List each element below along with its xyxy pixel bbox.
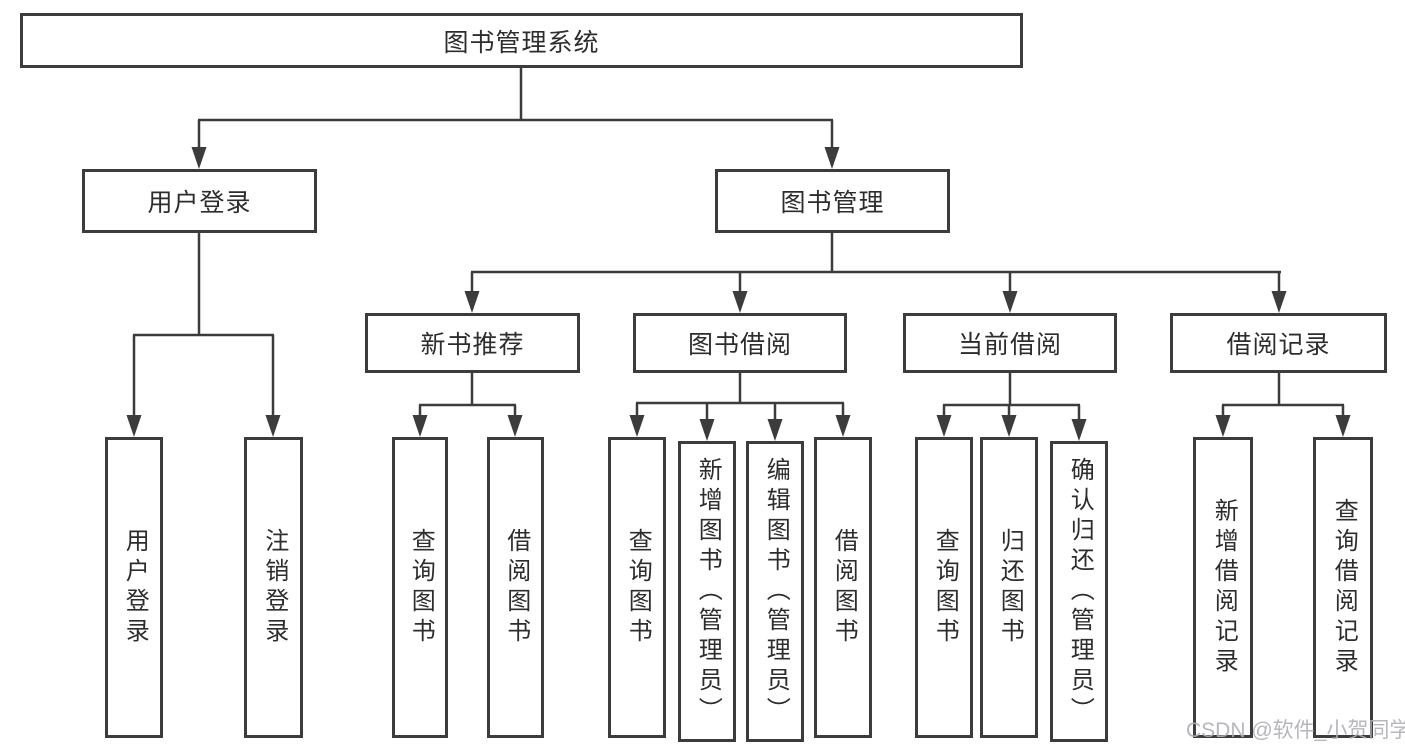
- node-book-management: 图书管理: [715, 169, 950, 233]
- leaf-label: 借阅图书: [502, 527, 530, 648]
- node-library-management-system: 图书管理系统: [20, 13, 1023, 68]
- leaf-label: 编辑图书（管理员）: [762, 456, 790, 727]
- leaf-label: 查询图书: [624, 527, 652, 648]
- leaf-user-login: 用户登录: [105, 437, 163, 738]
- node-label: 图书管理: [780, 189, 885, 217]
- leaf-label: 确认归还（管理员）: [1066, 456, 1094, 727]
- node-borrowing-records: 借阅记录: [1170, 313, 1387, 373]
- leaf-label: 查询图书: [407, 527, 435, 648]
- node-current-borrowing: 当前借阅: [903, 313, 1117, 373]
- leaf-return-books: 归还图书: [980, 437, 1038, 738]
- leaf-label: 新增借阅记录: [1210, 497, 1238, 678]
- leaf-borrow-books: 借阅图书: [814, 437, 872, 738]
- leaf-query-borrow-record: 查询借阅记录: [1313, 437, 1373, 738]
- node-book-borrowing: 图书借阅: [633, 313, 847, 373]
- leaf-label: 查询图书: [931, 527, 959, 648]
- leaf-label: 借阅图书: [830, 527, 858, 648]
- node-new-book-recommendation: 新书推荐: [365, 313, 580, 373]
- leaf-add-borrow-record: 新增借阅记录: [1193, 437, 1253, 738]
- leaf-query-books: 查询图书: [608, 437, 666, 738]
- leaf-edit-books-admin: 编辑图书（管理员）: [746, 441, 804, 742]
- leaf-query-books: 查询图书: [915, 437, 973, 738]
- node-label: 借阅记录: [1226, 331, 1331, 359]
- leaf-label: 用户登录: [121, 527, 149, 648]
- node-label: 图书借阅: [687, 331, 792, 359]
- node-user-login: 用户登录: [82, 169, 317, 233]
- connector-user-login-to-leaves: [126, 233, 281, 437]
- leaf-confirm-return-admin: 确认归还（管理员）: [1050, 441, 1108, 742]
- connector-book-management-to-level3: [464, 233, 1287, 313]
- leaf-label: 查询借阅记录: [1330, 497, 1358, 678]
- connector-new-book-recommendation-to-leaves: [412, 373, 523, 437]
- csdn-watermark: CSDN @软件_小贺同学: [1186, 719, 1405, 742]
- node-label: 图书管理系统: [443, 28, 600, 57]
- leaf-query-books: 查询图书: [392, 437, 448, 738]
- node-label: 当前借阅: [957, 331, 1062, 359]
- node-label: 用户登录: [147, 189, 252, 217]
- leaf-label: 新增图书（管理员）: [694, 456, 722, 727]
- connector-book-borrowing-to-leaves: [629, 373, 851, 441]
- connector-borrowing-records-to-leaves: [1215, 373, 1351, 437]
- node-label: 新书推荐: [420, 331, 525, 359]
- connector-root-to-level2: [191, 68, 840, 169]
- leaf-label: 归还图书: [996, 527, 1024, 648]
- connector-current-borrowing-to-leaves: [936, 373, 1087, 441]
- leaf-logout-login: 注销登录: [244, 437, 303, 738]
- leaf-add-books-admin: 新增图书（管理员）: [678, 441, 736, 742]
- leaf-label: 注销登录: [260, 527, 288, 648]
- leaf-borrow-books: 借阅图书: [487, 437, 544, 738]
